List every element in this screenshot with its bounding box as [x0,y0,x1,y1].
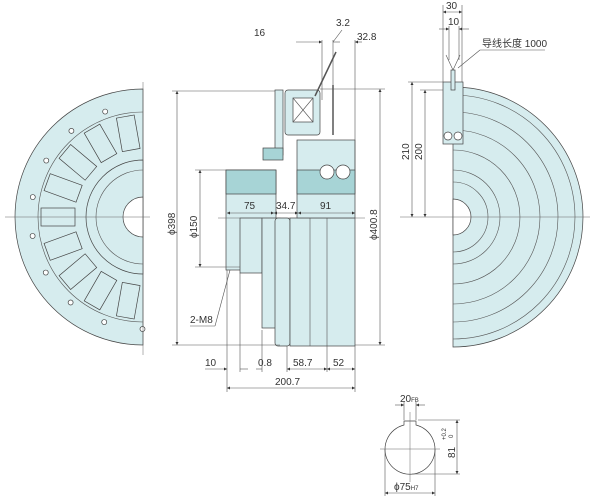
dim-52: 52 [333,358,345,369]
dim-10: 10 [205,358,217,369]
keyway-width: 20FB [400,394,419,405]
dim-75: 75 [244,201,256,212]
keyway-height: 81 [447,446,458,458]
mounting-hole [139,326,146,332]
dim-34-7: 34.7 [276,201,296,212]
coil-slot [83,123,118,164]
bore-diameter: ϕ75H7 [394,482,419,493]
dim-0-8: 0.8 [258,358,272,369]
dim-3-2: 3.2 [336,18,350,29]
dim-dia-400-8: ϕ400.8 [369,209,380,240]
dim-58-7: 58.7 [293,358,313,369]
mounting-hole [29,233,36,239]
mounting-hole [101,319,108,325]
mounting-hole [67,299,74,306]
thread-label: 2-M8 [190,315,213,326]
mounting-hole [29,194,36,200]
mounting-hole [68,128,75,134]
dim-dia-150: ϕ150 [189,215,200,238]
dim-30: 30 [446,1,458,12]
dim-200: 200 [414,143,425,160]
dimension-lines [172,29,385,392]
coil-slot [116,281,141,320]
coil-slot [116,114,141,153]
coil-slot [58,144,98,181]
mounting-hole [42,269,49,276]
dim-16: 16 [254,28,266,39]
mounting-hole [43,157,50,164]
dim-200-7: 200.7 [275,377,300,388]
dim-210: 210 [401,143,412,160]
dim-dia-398: ϕ398 [167,212,178,235]
lead-length-label: 导线长度 1000 [482,37,547,50]
front-view-half-disc [5,82,150,355]
keyway-detail [380,402,460,496]
mounting-hole [102,108,109,115]
rear-view-half-disc [400,5,590,348]
dim-91: 91 [320,201,332,212]
coil-slot [43,231,83,261]
keyway-height-tol-lower: 0 [449,434,455,438]
coil-slot [58,253,98,290]
section-view [218,51,365,347]
dim-10-lead: 10 [448,17,460,28]
coil-slot [43,173,83,203]
dim-32-8: 32.8 [357,32,377,43]
coil-slot [83,270,118,311]
keyway-height-tol-upper: +0.2 [442,427,448,440]
